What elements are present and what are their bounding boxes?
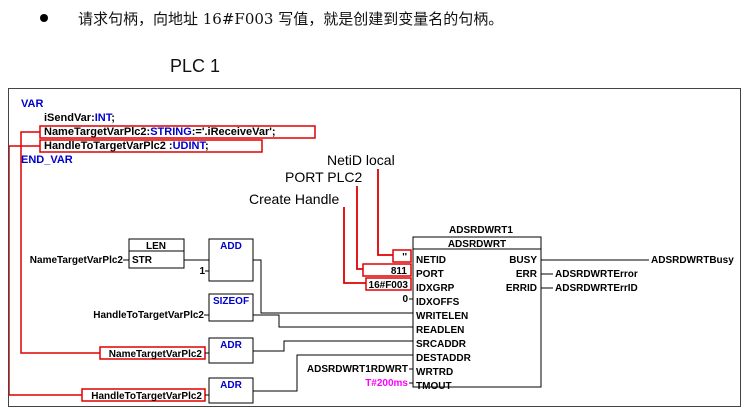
fb-netid-value: '' (402, 252, 407, 263)
len-box (128, 238, 185, 269)
highlight-box-port (362, 263, 412, 277)
fb-pin-destaddr: DESTADDR (416, 353, 472, 364)
adr-block-1: ADR NameTargetVarPlc2 (99, 337, 254, 364)
annotation-arrow-netid (377, 169, 393, 256)
fb-pin-readlen: READLEN (416, 325, 464, 336)
highlight-box-netid (392, 249, 412, 263)
plc-program-frame: VAR iSendVar:INT; NameTargetVarPlc2:STRI… (8, 88, 741, 407)
heading-text: 请求句柄，向地址 16#F003 写值，就是创建到变量名的句柄。 (78, 9, 504, 28)
sizeof-box (208, 293, 254, 322)
len-block: NameTargetVarPlc2 LEN STR (30, 238, 185, 269)
decl-handletarget-type: UDINT (173, 140, 207, 152)
fb-idxoffs-value: 0 (402, 294, 408, 305)
sizeof-input-var: HandleToTargetVarPlc2 (93, 310, 204, 321)
fb-tmout-value: T#200ms (365, 378, 408, 389)
decl-isendvar: iSendVar:INT; (44, 112, 115, 124)
output-err-var: ADSRDWRTError (555, 269, 638, 280)
decl-nametarget-init: :='.iReceiveVar'; (192, 126, 276, 138)
fb-box (412, 236, 542, 388)
decl-nametarget-type: STRING (150, 126, 192, 138)
fb-port-value: 811 (391, 266, 408, 277)
sizeof-title: SIZEOF (213, 296, 249, 307)
annotation-arrow-port (356, 186, 363, 270)
decl-nametarget: NameTargetVarPlc2:STRING:='.iReceiveVar'… (44, 126, 276, 138)
fb-instance-name: ADSRDWRT1 (449, 225, 513, 236)
fb-pin-netid: NETID (416, 255, 446, 266)
fb-idxgrp-value: 16#F003 (369, 280, 409, 291)
bullet-dot-icon (40, 14, 48, 22)
red-connector-handletarget (9, 145, 82, 396)
output-errid-var: ADSRDWRTErrID (555, 283, 638, 294)
fb-pin-idxgrp: IDXGRP (416, 283, 455, 294)
declarations: VAR iSendVar:INT; NameTargetVarPlc2:STRI… (21, 98, 276, 166)
bullet-line: 请求句柄，向地址 16#F003 写值，就是创建到变量名的句柄。 (40, 6, 503, 30)
adr-title-2: ADR (220, 380, 242, 391)
decl-handletarget: HandleToTargetVarPlc2 :UDINT; (44, 140, 209, 152)
annotation-create-handle: Create Handle (249, 191, 339, 207)
adr2-input-var: HandleToTargetVarPlc2 (91, 391, 202, 402)
fb-pin-wrtrd: WRTRD (416, 367, 453, 378)
fb-type-name: ADSRDWRT (448, 239, 506, 250)
end-var-keyword: END_VAR (21, 154, 73, 166)
fb-pin-err: ERR (516, 269, 538, 280)
decl-isendvar-name: iSendVar: (44, 112, 95, 124)
adr-title-1: ADR (220, 340, 242, 351)
wire-add-to-writelen (253, 259, 413, 314)
fb-outputs: ADSRDWRTBusy ADSRDWRTError ADSRDWRTErrID (541, 255, 734, 294)
decl-nametarget-name: NameTargetVarPlc2: (44, 126, 150, 138)
wire-adr2-to-destaddr (253, 354, 413, 392)
fb-pin-tmout: TMOUT (416, 381, 452, 392)
wire-adr1-to-srcaddr (253, 340, 413, 352)
decl-handletarget-end: ; (205, 140, 209, 152)
fb-pin-idxoffs: IDXOFFS (416, 297, 460, 308)
add-block: ADD 1 (184, 238, 254, 282)
wire-sizeof-to-readlen (253, 314, 413, 328)
len-input-var: NameTargetVarPlc2 (30, 255, 124, 266)
fbd-diagram: VAR iSendVar:INT; NameTargetVarPlc2:STRI… (9, 98, 734, 404)
fb-pin-writelen: WRITELEN (416, 311, 468, 322)
annotation-arrow-create (343, 207, 366, 284)
adr-block-2: ADR HandleToTargetVarPlc2 (81, 377, 254, 404)
red-connector-nametarget (20, 131, 100, 354)
annotation-port: PORT PLC2 (285, 169, 363, 185)
fb-wrtrd-var: ADSRDWRT1RDWRT (307, 364, 408, 375)
var-keyword: VAR (21, 98, 43, 110)
fb-pin-errid: ERRID (506, 283, 537, 294)
fb-pin-srcaddr: SRCADDR (416, 339, 467, 350)
len-title: LEN (146, 241, 166, 252)
output-busy-var: ADSRDWRTBusy (651, 255, 734, 266)
adr1-input-var: NameTargetVarPlc2 (109, 349, 203, 360)
decl-isendvar-end: ; (111, 112, 115, 124)
annotation-netid: NetiD local (327, 152, 395, 168)
decl-handletarget-name: HandleToTargetVarPlc2 : (44, 140, 173, 152)
adr-box-2 (208, 377, 254, 404)
add-const: 1 (199, 266, 205, 277)
add-box (208, 238, 254, 282)
decl-isendvar-type: INT (95, 112, 113, 124)
adsrdwrt-block: ADSRDWRT1 ADSRDWRT NETID PORT IDXGRP IDX… (307, 225, 542, 392)
annotations: NetiD local PORT PLC2 Create Handle (249, 152, 395, 207)
add-title: ADD (220, 241, 242, 252)
fb-input-wires (253, 259, 413, 392)
plc-title: PLC 1 (170, 56, 221, 76)
highlight-box-idxgrp (365, 277, 412, 291)
len-pin-str: STR (132, 255, 153, 266)
fb-pin-busy: BUSY (509, 255, 537, 266)
fb-pin-port: PORT (416, 269, 444, 280)
sizeof-block: SIZEOF HandleToTargetVarPlc2 (93, 293, 254, 322)
